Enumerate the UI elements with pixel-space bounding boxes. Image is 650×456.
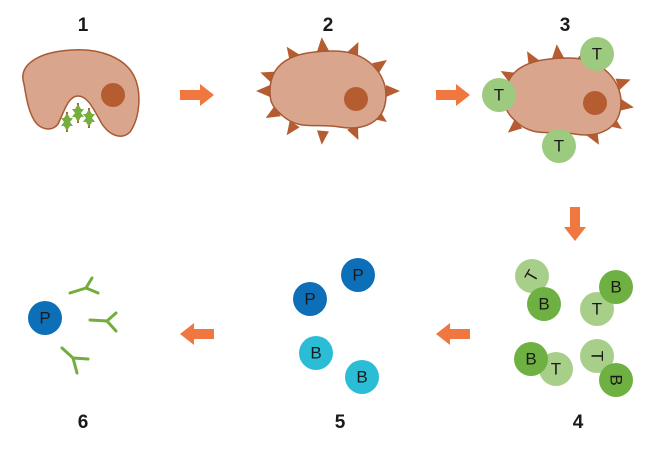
plasma-cell-label: P: [352, 266, 363, 285]
antigen-icon: [83, 108, 95, 128]
spike-icon: [265, 105, 281, 118]
spike-icon: [286, 120, 300, 136]
spike-icon: [316, 130, 329, 145]
t-cell-label: T: [494, 86, 504, 105]
macrophage-body: [22, 49, 140, 137]
t-cell: [580, 37, 614, 71]
antigen-icon: [61, 112, 73, 132]
stage-5-cells: P P B B: [293, 258, 379, 394]
stage-5-number: 5: [335, 412, 346, 433]
t-cell: [580, 339, 614, 373]
arrow-down-icon: [564, 207, 586, 241]
t-cell-label: T: [592, 45, 602, 64]
b-cell-label: B: [607, 374, 626, 385]
macrophage-body: [504, 57, 622, 136]
plasma-cell: [341, 258, 375, 292]
antigen-icon: [72, 103, 84, 123]
spike-icon: [256, 85, 270, 97]
antibody-icon: [68, 276, 100, 295]
b-cell-label: B: [538, 295, 549, 314]
arrow-right-icon: [180, 84, 214, 106]
antibody-icon: [60, 346, 90, 375]
antibody-icon: [88, 311, 118, 333]
b-cell: [599, 363, 633, 397]
spike-icon: [551, 44, 564, 59]
plasma-cell: [28, 301, 62, 335]
memory-b-cell: [345, 360, 379, 394]
stage-4-cells: T B T B T B T B: [514, 259, 633, 397]
b-cell: [514, 342, 548, 376]
stage-6-cells: P: [28, 276, 118, 375]
b-cell-label: B: [610, 278, 621, 297]
b-cell-label: B: [525, 350, 536, 369]
nucleus-icon: [583, 91, 607, 115]
spike-icon: [372, 60, 387, 73]
arrow-left-icon: [436, 323, 470, 345]
plasma-cell-label: P: [304, 290, 315, 309]
spike-icon: [316, 37, 329, 52]
stage-2-number: 2: [323, 15, 334, 36]
macrophage-body: [269, 50, 387, 129]
memory-b-cell-label: B: [310, 344, 321, 363]
b-cell: [527, 287, 561, 321]
spike-icon: [386, 85, 400, 97]
arrow-right-icon: [436, 84, 470, 106]
nucleus-icon: [344, 87, 368, 111]
b-cell: [599, 270, 633, 304]
plasma-cell-label: P: [39, 309, 50, 328]
t-cell-label: T: [554, 137, 564, 156]
t-cell-label: T: [588, 351, 607, 361]
memory-b-cell: [299, 336, 333, 370]
spike-icon: [507, 119, 523, 133]
stage-2-macrophage: [256, 37, 400, 145]
stage-3-macrophage: T T T: [482, 37, 634, 163]
spike-icon: [500, 71, 516, 84]
spike-icon: [619, 99, 634, 111]
t-cell: [580, 292, 614, 326]
plasma-cell: [293, 282, 327, 316]
nucleus-icon: [101, 83, 125, 107]
t-cell: [482, 78, 516, 112]
stage-4-number: 4: [573, 412, 584, 433]
stage-3-number: 3: [560, 15, 571, 36]
t-cell: [542, 129, 576, 163]
stage-1-number: 1: [78, 15, 89, 36]
t-cell: [515, 259, 549, 293]
antigen-group: [61, 103, 95, 132]
t-cell-label: T: [551, 360, 561, 379]
arrow-left-icon: [180, 323, 214, 345]
stage-6-number: 6: [78, 412, 89, 433]
spike-icon: [615, 78, 631, 90]
stage-1-macrophage: [22, 49, 140, 137]
memory-b-cell-label: B: [356, 368, 367, 387]
t-cell-label: T: [592, 300, 602, 319]
